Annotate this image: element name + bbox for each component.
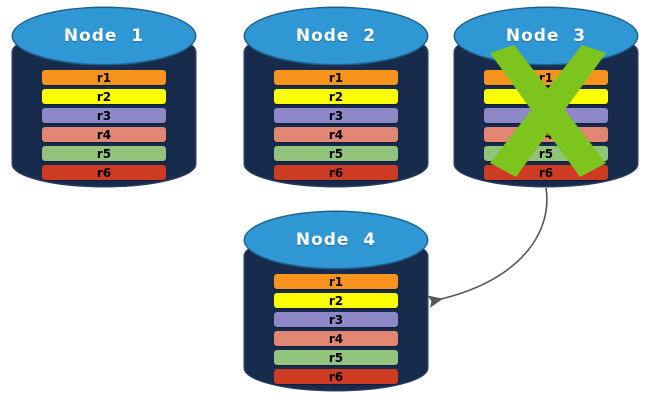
node-2-cylinder-top: Node 2 [245, 8, 427, 64]
node-3-row-r5[interactable]: r5 [484, 146, 608, 161]
node-1-row-r1[interactable]: r1 [42, 70, 166, 85]
node-4-row-r3-label: r3 [328, 312, 344, 327]
node-3-row-r3[interactable]: r3 [484, 108, 608, 123]
node-2-row-r6-label: r6 [328, 165, 344, 180]
node-1-row-r3[interactable]: r3 [42, 108, 166, 123]
node-2[interactable]: Node 2 r1 r2 r3 r4 r5 r6 [245, 8, 427, 186]
node-2-row-r6[interactable]: r6 [274, 165, 398, 180]
node-3-row-r6-label: r6 [538, 165, 554, 180]
arrow-path [427, 187, 548, 308]
node-4-row-r3[interactable]: r3 [274, 312, 398, 327]
node-3-row-r2-label: r2 [538, 89, 554, 104]
node-2-rows: r1 r2 r3 r4 r5 r6 [245, 70, 427, 180]
node-2-row-r1-label: r1 [328, 70, 344, 85]
node-4-row-r2-label: r2 [328, 293, 344, 308]
node-1-row-r6[interactable]: r6 [42, 165, 166, 180]
node-4-row-r4-label: r4 [328, 331, 344, 346]
node-2-row-r2[interactable]: r2 [274, 89, 398, 104]
node-3-row-r3-label: r3 [538, 108, 554, 123]
node-2-row-r5[interactable]: r5 [274, 146, 398, 161]
node-1-rows: r1 r2 r3 r4 r5 r6 [13, 70, 195, 180]
node-1-cylinder-top: Node 1 [13, 8, 195, 64]
node-2-row-r3-label: r3 [328, 108, 344, 123]
node-1-row-r2[interactable]: r2 [42, 89, 166, 104]
node-4[interactable]: Node 4 r1 r2 r3 r4 r5 r6 [245, 212, 427, 390]
node-4-rows: r1 r2 r3 r4 r5 r6 [245, 274, 427, 384]
node-3-row-r2[interactable]: r2 [484, 89, 608, 104]
node-1-row-r5-label: r5 [96, 146, 112, 161]
node-4-row-r6-label: r6 [328, 369, 344, 384]
node-2-row-r5-label: r5 [328, 146, 344, 161]
node-3-row-r1[interactable]: r1 [484, 70, 608, 85]
node-4-row-r1-label: r1 [328, 274, 344, 289]
node-1-row-r4-label: r4 [96, 127, 112, 142]
node-4-row-r4[interactable]: r4 [274, 331, 398, 346]
node-4-row-r5-label: r5 [328, 350, 344, 365]
node-1-row-r5[interactable]: r5 [42, 146, 166, 161]
node-3-row-r4-label: r4 [538, 127, 554, 142]
node-1-row-r2-label: r2 [96, 89, 112, 104]
node-2-row-r4-label: r4 [328, 127, 344, 142]
node-3-row-r6[interactable]: r6 [484, 165, 608, 180]
node-3-row-r1-label: r1 [538, 70, 554, 85]
node-2-row-r2-label: r2 [328, 89, 344, 104]
node-3[interactable]: Node 3 r1 r2 r3 r4 r5 r6 [455, 8, 637, 186]
node-2-row-r3[interactable]: r3 [274, 108, 398, 123]
node-3-row-r5-label: r5 [538, 146, 554, 161]
node-3-rows: r1 r2 r3 r4 r5 r6 [455, 70, 637, 180]
node-2-row-r4[interactable]: r4 [274, 127, 398, 142]
node-2-title: Node 2 [295, 26, 377, 46]
node-1-row-r1-label: r1 [96, 70, 112, 85]
node-4-row-r6[interactable]: r6 [274, 369, 398, 384]
node-4-cylinder-top: Node 4 [245, 212, 427, 268]
node-3-title: Node 3 [505, 26, 587, 46]
node-4-row-r1[interactable]: r1 [274, 274, 398, 289]
node-4-row-r5[interactable]: r5 [274, 350, 398, 365]
node-1-row-r6-label: r6 [96, 165, 112, 180]
node-1[interactable]: Node 1 r1 r2 r3 r4 r5 r6 [13, 8, 195, 186]
node-4-row-r2[interactable]: r2 [274, 293, 398, 308]
node-1-title: Node 1 [63, 26, 145, 46]
node-4-title: Node 4 [295, 230, 377, 250]
node-1-row-r4[interactable]: r4 [42, 127, 166, 142]
node-3-cylinder-top: Node 3 [455, 8, 637, 64]
node-3-row-r4[interactable]: r4 [484, 127, 608, 142]
node-1-row-r3-label: r3 [96, 108, 112, 123]
node-2-row-r1[interactable]: r1 [274, 70, 398, 85]
